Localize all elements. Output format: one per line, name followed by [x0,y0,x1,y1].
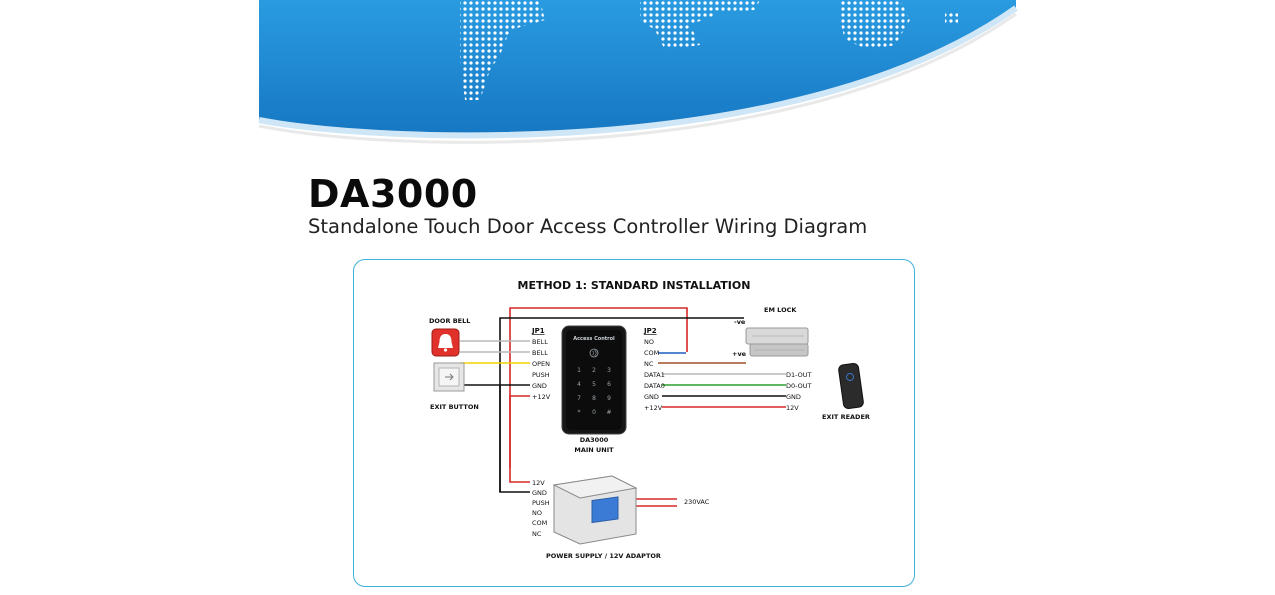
power-supply: 12V GND PUSH NO COM NC 230VAC POWER SUPP… [532,475,710,560]
keypad-key: 3 [607,367,611,374]
jp1-pin: GND [532,382,547,390]
wire-red-12v-psu [509,395,530,483]
jp1-block: JP1 BELL BELL OPEN PUSH GND +12V [531,327,551,401]
psu-pin: 12V [532,479,545,487]
wiring-diagram: METHOD 1: STANDARD INSTALLATION [429,279,870,560]
wiring-diagram-frame: METHOD 1: STANDARD INSTALLATION [353,259,915,587]
jp2-pin: NC [644,360,654,368]
keypad-key: 9 [607,395,611,402]
jp1-pin: +12V [532,393,551,401]
jp2-pin: DATA0 [644,382,665,390]
keypad-key: 7 [577,395,581,402]
keypad-key: 8 [592,395,596,402]
psu-caption: POWER SUPPLY / 12V ADAPTOR [546,552,661,560]
exit-reader: EXIT READER [822,362,870,421]
keypad-key: 5 [592,381,596,388]
jp2-pin: COM [644,349,659,357]
jp2-header: JP2 [643,327,657,335]
card-reader-icon [589,348,599,358]
jp2-pin: DATA1 [644,371,665,379]
em-lock-positive-label: +ve [732,350,747,358]
world-map-dots [460,0,958,100]
psu-pin: COM [532,519,547,527]
door-bell: DOOR BELL [429,317,470,357]
keypad-key: 2 [592,367,596,374]
reader-pin: 12V [786,404,799,412]
exit-arrow-icon [445,373,454,381]
jp1-pin: BELL [532,349,548,357]
jp1-header: JP1 [531,327,545,335]
reader-pin: D1-OUT [786,371,812,379]
jp2-block: JP2 NO COM NC DATA1 DATA0 GND +12V [643,327,665,412]
exit-button-device: EXIT BUTTON [430,362,479,411]
em-lock-label: EM LOCK [764,306,797,314]
bell-icon [438,334,453,352]
page-title: DA3000 [308,172,478,216]
reader-pins: D1-OUT D0-OUT GND 12V [786,371,812,412]
wire-black-gnd-psu [499,385,530,493]
header-banner [258,0,1018,144]
jp2-pin: GND [644,393,659,401]
psu-pin: GND [532,489,547,497]
main-unit: Access Control 1 2 3 4 5 6 7 8 9 * 0 # D… [561,325,627,454]
jp2-pin: NO [644,338,654,346]
wire-red-top [509,307,688,468]
psu-pin: NO [532,509,542,517]
method-title: METHOD 1: STANDARD INSTALLATION [518,279,751,292]
page-subtitle: Standalone Touch Door Access Controller … [308,215,868,238]
wires [460,307,786,507]
reader-pin: GND [786,393,801,401]
keypad-key: 6 [607,381,611,388]
keypad-key: 0 [592,409,596,416]
jp1-pin: PUSH [532,371,550,379]
door-bell-label: DOOR BELL [429,317,470,325]
card-reader-icon [846,373,854,381]
em-lock: EM LOCK -ve +ve [732,306,809,358]
psu-pin: PUSH [532,499,550,507]
exit-button-label: EXIT BUTTON [430,403,479,411]
psu-pin: NC [532,530,542,538]
exit-reader-label: EXIT READER [822,413,870,421]
reader-pin: D0-OUT [786,382,812,390]
em-lock-negative-label: -ve [734,318,746,326]
jp1-pin: BELL [532,338,548,346]
keypad-key: # [606,409,611,416]
psu-mains-label: 230VAC [684,498,710,506]
main-unit-screen-text: Access Control [573,336,615,342]
jp2-pin: +12V [644,404,663,412]
keypad-key: 1 [577,367,581,374]
jp1-pin: OPEN [532,360,550,368]
main-unit-name: DA3000 [580,436,609,444]
main-unit-caption: MAIN UNIT [574,446,614,454]
keypad-key: 4 [577,381,581,388]
keypad-key: * [578,409,581,416]
